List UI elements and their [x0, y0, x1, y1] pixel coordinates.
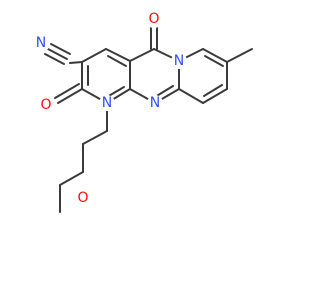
atom-label-ring-n-pyrimidine: N	[147, 95, 163, 111]
svg-text:O: O	[148, 11, 159, 27]
methyl-group	[226, 48, 253, 63]
svg-text:N: N	[150, 95, 160, 111]
atom-label-keto-o-top: O	[145, 10, 163, 28]
pyridone-ring	[81, 48, 131, 104]
carbonyl-left	[54, 83, 83, 104]
svg-text:N: N	[174, 53, 184, 69]
nitrile-group	[44, 43, 83, 65]
atom-label-ether-o: O	[74, 189, 92, 207]
atom-label-ring-n-pyridone: N	[99, 95, 115, 111]
molecule-canvas: N O O N N N O	[32, 10, 253, 213]
svg-text:N: N	[102, 95, 112, 111]
atom-label-nitrile-n: N	[32, 34, 50, 52]
atom-label-keto-o-left: O	[37, 96, 55, 114]
svg-text:O: O	[77, 190, 88, 206]
carbonyl-top	[150, 23, 158, 50]
atom-label-ring-n-bridge: N	[171, 53, 187, 69]
molecule-structure: N O O N N N O	[32, 10, 253, 213]
svg-text:O: O	[40, 97, 51, 113]
svg-text:N: N	[36, 35, 46, 51]
pyridine-ring	[178, 48, 228, 104]
